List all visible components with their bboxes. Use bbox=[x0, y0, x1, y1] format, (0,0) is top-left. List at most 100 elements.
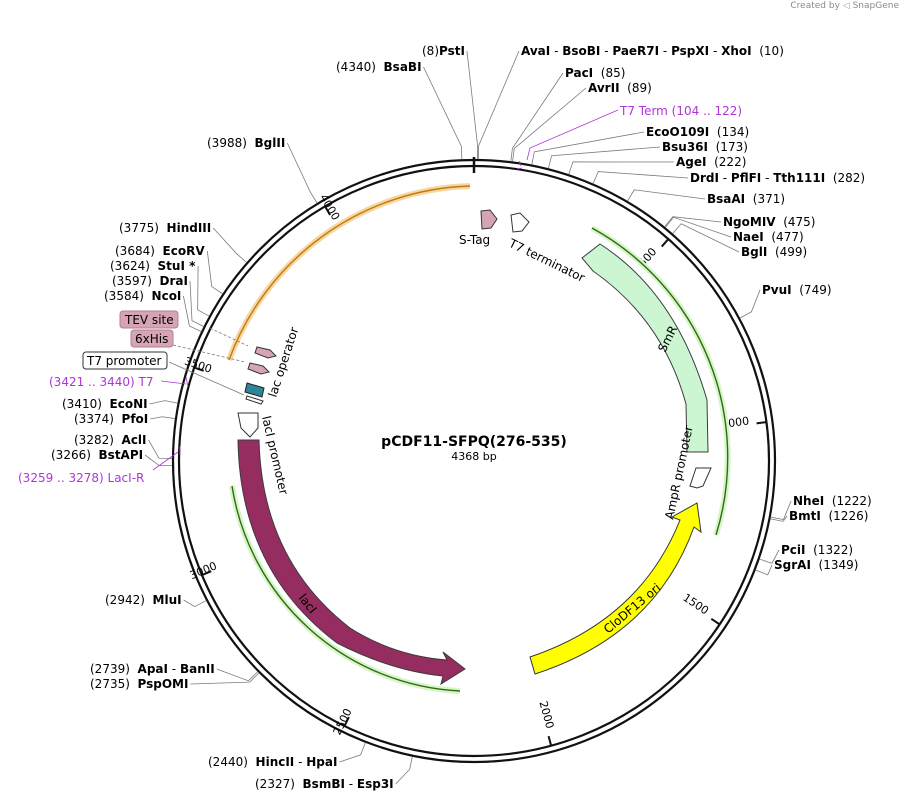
site-leader-line bbox=[183, 295, 202, 332]
primers: T7 Term (104 .. 122) (3421 .. 3440) T7 (… bbox=[18, 104, 742, 485]
plasmid-name: pCDF11-SFPQ(276-535) bbox=[381, 434, 567, 450]
site-nhe1: NheI (1222) bbox=[793, 494, 872, 508]
site-pst1: (8)PstI bbox=[422, 44, 465, 58]
site-pfo1: (3374) PfoI bbox=[74, 412, 148, 426]
orf-arc-smr bbox=[591, 227, 729, 536]
scale-tick-label: 2000 bbox=[537, 700, 557, 730]
tev-site-label-box bbox=[119, 310, 179, 329]
site-bsaai: BsaAI (371) bbox=[707, 192, 785, 206]
feature-label-stag: S-Tag bbox=[459, 233, 490, 247]
site-leader-line bbox=[148, 439, 173, 459]
6xhis-label: 6xHis bbox=[135, 332, 168, 346]
site-pci1: PciI (1322) bbox=[781, 543, 853, 557]
scale-tick bbox=[201, 570, 212, 576]
feature-t7-terminator-arrow bbox=[510, 212, 530, 233]
site-leader-line bbox=[189, 280, 204, 327]
site-mlu1: (2942) MluI bbox=[105, 593, 182, 607]
site-bsabi: (4340) BsaBI bbox=[336, 60, 422, 74]
site-sgrai: SgrAI (1349) bbox=[774, 558, 858, 572]
orf-arc-stag bbox=[228, 185, 471, 361]
site-ecorv: (3684) EcoRV bbox=[115, 244, 205, 258]
site-leader-line bbox=[510, 72, 564, 162]
site-ava1-group: AvaI - BsoBI - PaeR7I - PspXI - XhoI (10… bbox=[521, 44, 784, 58]
feature-6xhis-arrow bbox=[247, 362, 270, 375]
scale-tick bbox=[324, 205, 331, 216]
6xhis-label-box bbox=[130, 329, 174, 348]
site-leader-line bbox=[150, 416, 176, 420]
site-leader-line bbox=[423, 66, 463, 160]
site-acl1: (3282) AclI bbox=[74, 433, 147, 447]
t7-promoter-label-box bbox=[82, 351, 168, 370]
scale-tick-label: 4000 bbox=[317, 192, 342, 223]
site-leader-line bbox=[672, 223, 740, 253]
feature-stag-arrow bbox=[480, 209, 498, 230]
site-nco1: (3584) NcoI bbox=[104, 289, 181, 303]
t7-promoter-label: T7 promoter bbox=[86, 354, 162, 368]
site-leader-line bbox=[547, 146, 661, 169]
orf-arc-stag-halo bbox=[226, 183, 471, 362]
site-bsmbi-group: (2327) BsmBI - Esp3I bbox=[255, 777, 394, 791]
features bbox=[168, 209, 712, 686]
primer-label-laci-r: (3259 .. 3278) LacI-R bbox=[18, 471, 144, 485]
credit-brand: SnapGene bbox=[852, 1, 899, 11]
site-leader-line bbox=[568, 161, 675, 175]
site-leader-line bbox=[477, 50, 520, 160]
orf-arcs bbox=[226, 183, 731, 694]
site-pac1: PacI (85) bbox=[565, 66, 625, 80]
site-leader-line bbox=[466, 50, 479, 160]
site-leader-line bbox=[512, 87, 587, 162]
site-pspomi: (2735) PspOMI bbox=[90, 677, 188, 691]
feature-label-t7-terminator: T7 terminator bbox=[506, 236, 587, 285]
site-leader-line bbox=[664, 216, 722, 228]
site-hind3: (3775) HindIII bbox=[119, 221, 211, 235]
tev-site-label: TEV site bbox=[124, 313, 174, 327]
site-leader-line bbox=[770, 500, 792, 521]
site-leader-line bbox=[190, 672, 260, 685]
site-leader-line bbox=[739, 289, 761, 319]
site-leader-line bbox=[216, 668, 258, 682]
primer-label-t7-term: T7 Term (104 .. 122) bbox=[619, 104, 742, 118]
site-stu1: (3624) StuI * bbox=[110, 259, 196, 273]
credit-prefix: Created by bbox=[790, 1, 840, 11]
feature-label-laci-promoter: lacI promoter bbox=[259, 415, 291, 496]
scale-tick bbox=[547, 735, 553, 746]
site-ngomiv: NgoMIV (475) bbox=[723, 215, 815, 229]
site-avr2: AvrII (89) bbox=[588, 81, 652, 95]
site-hincii-group: (2440) HincII - HpaI bbox=[208, 755, 337, 769]
feature-lac-operator-box bbox=[244, 382, 265, 398]
site-leader-line bbox=[627, 189, 706, 202]
feature-label-clodf13-ori: CloDF13 ori bbox=[601, 581, 664, 637]
site-leader-line bbox=[339, 742, 366, 763]
restriction-site-labels: (8)PstI AvaI - BsoBI - PaeR7I - PspXI - … bbox=[51, 44, 872, 791]
site-leader-line bbox=[592, 171, 689, 184]
site-econi: (3410) EcoNI bbox=[62, 397, 148, 411]
scale-tick bbox=[193, 366, 204, 372]
site-leader-line bbox=[212, 227, 247, 263]
feature-tev-site-arrow bbox=[254, 346, 277, 359]
site-leader-lines bbox=[144, 50, 792, 785]
orf-arc-laci bbox=[231, 485, 461, 692]
snapgene-credit: Created by ◁ SnapGene bbox=[790, 1, 899, 11]
scale-tick bbox=[710, 617, 721, 626]
site-bmt1: BmtI (1226) bbox=[789, 509, 868, 523]
feature-label-lac-operator: lac operator bbox=[266, 325, 302, 399]
site-leader-line bbox=[197, 265, 210, 317]
snapgene-logo-icon: ◁ bbox=[842, 1, 850, 11]
site-pvu1: PvuI (749) bbox=[762, 283, 832, 297]
feature-t7-promoter-mark bbox=[245, 395, 264, 405]
site-leader-line bbox=[395, 756, 413, 785]
primer-label-t7: (3421 .. 3440) T7 bbox=[49, 375, 153, 389]
site-leader-line bbox=[665, 216, 732, 238]
site-apai-group: (2739) ApaI - BanII bbox=[90, 662, 215, 676]
site-bsu36i: Bsu36I (173) bbox=[662, 140, 748, 154]
feature-laci-promoter-arrow bbox=[237, 412, 259, 438]
site-leader-line bbox=[286, 142, 318, 204]
site-age1: AgeI (222) bbox=[676, 155, 746, 169]
site-nae1: NaeI (477) bbox=[733, 230, 804, 244]
site-leader-line bbox=[531, 131, 645, 165]
feature-clodf13-ori-arrow bbox=[529, 502, 702, 675]
site-ecoo109i: EcoO109I (134) bbox=[646, 125, 749, 139]
site-leader-line bbox=[149, 400, 178, 405]
site-leader-line bbox=[759, 549, 780, 564]
